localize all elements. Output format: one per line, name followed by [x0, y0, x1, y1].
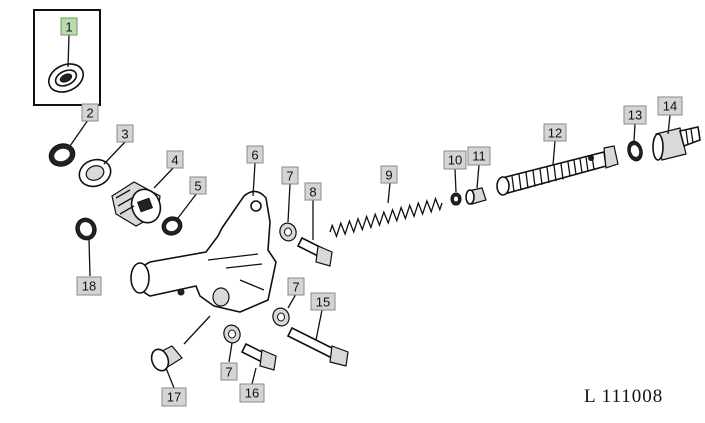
callout-12-text: 12	[548, 126, 562, 141]
part-16-bolt[interactable]	[240, 342, 277, 371]
callout-3: 3	[116, 124, 134, 143]
callout-6: 6	[246, 145, 264, 164]
callout-16: 16	[239, 383, 265, 403]
callout-17-text: 17	[167, 390, 181, 405]
callout-7-lower-text: 7	[225, 365, 232, 380]
callout-7-middle-text: 7	[292, 280, 299, 295]
part-14-union-fitting[interactable]	[652, 126, 701, 161]
part-11-fitting[interactable]	[465, 187, 487, 205]
callout-14-text: 14	[663, 99, 677, 114]
callout-11-text: 11	[472, 149, 486, 164]
callout-12: 12	[543, 123, 567, 142]
callout-13-text: 13	[628, 108, 642, 123]
callout-4-text: 4	[171, 153, 178, 168]
callout-4: 4	[166, 150, 184, 169]
part-7-washer-lower[interactable]	[221, 323, 242, 345]
leader-lines	[67, 34, 671, 389]
part-7-washer-middle[interactable]	[270, 306, 291, 328]
part-4-plug[interactable]	[111, 181, 165, 227]
callout-16-text: 16	[245, 386, 259, 401]
callout-8-text: 8	[309, 185, 316, 200]
part-1-washer[interactable]	[44, 59, 88, 98]
part-13-o-ring[interactable]	[626, 140, 645, 163]
callout-15-text: 15	[316, 295, 330, 310]
callout-8: 8	[304, 182, 322, 201]
callout-18-text: 18	[82, 279, 96, 294]
callout-2-text: 2	[86, 106, 93, 121]
part-2-o-ring[interactable]	[46, 140, 78, 170]
part-18-o-ring[interactable]	[73, 215, 99, 243]
callout-17: 17	[161, 387, 187, 407]
part-12-threaded-tube[interactable]	[496, 145, 619, 196]
callout-5: 5	[189, 176, 207, 195]
callout-13: 13	[623, 105, 647, 125]
part-9-spring[interactable]	[329, 196, 443, 239]
callout-9: 9	[380, 165, 398, 184]
callout-18: 18	[76, 276, 102, 296]
callout-6-text: 6	[251, 148, 258, 163]
callout-11: 11	[467, 146, 491, 166]
part-5-o-ring[interactable]	[160, 214, 185, 238]
callout-10: 10	[443, 150, 467, 170]
part-8-bolt[interactable]	[296, 236, 333, 267]
part-1-detail-frame	[33, 9, 101, 106]
callout-7-upper: 7	[281, 166, 299, 185]
callout-15: 15	[310, 292, 336, 311]
callout-14: 14	[657, 96, 683, 116]
part-7-washer-upper[interactable]	[277, 221, 298, 243]
callout-1: 1	[60, 17, 78, 36]
callout-7-upper-text: 7	[286, 169, 293, 184]
part-15-bolt[interactable]	[286, 326, 349, 367]
callout-2: 2	[81, 103, 99, 122]
callout-3-text: 3	[121, 127, 128, 142]
callout-10-text: 10	[448, 153, 462, 168]
part-17-plug[interactable]	[149, 345, 183, 373]
part-3-washer[interactable]	[76, 155, 115, 190]
callout-1-text: 1	[65, 20, 72, 35]
part-6-housing[interactable]	[130, 190, 277, 313]
callout-7-middle: 7	[287, 277, 305, 296]
part-10-nut[interactable]	[450, 192, 462, 206]
reference-code: L 111008	[584, 386, 663, 407]
callout-9-text: 9	[385, 168, 392, 183]
callout-5-text: 5	[194, 179, 201, 194]
callout-7-lower: 7	[220, 362, 238, 381]
